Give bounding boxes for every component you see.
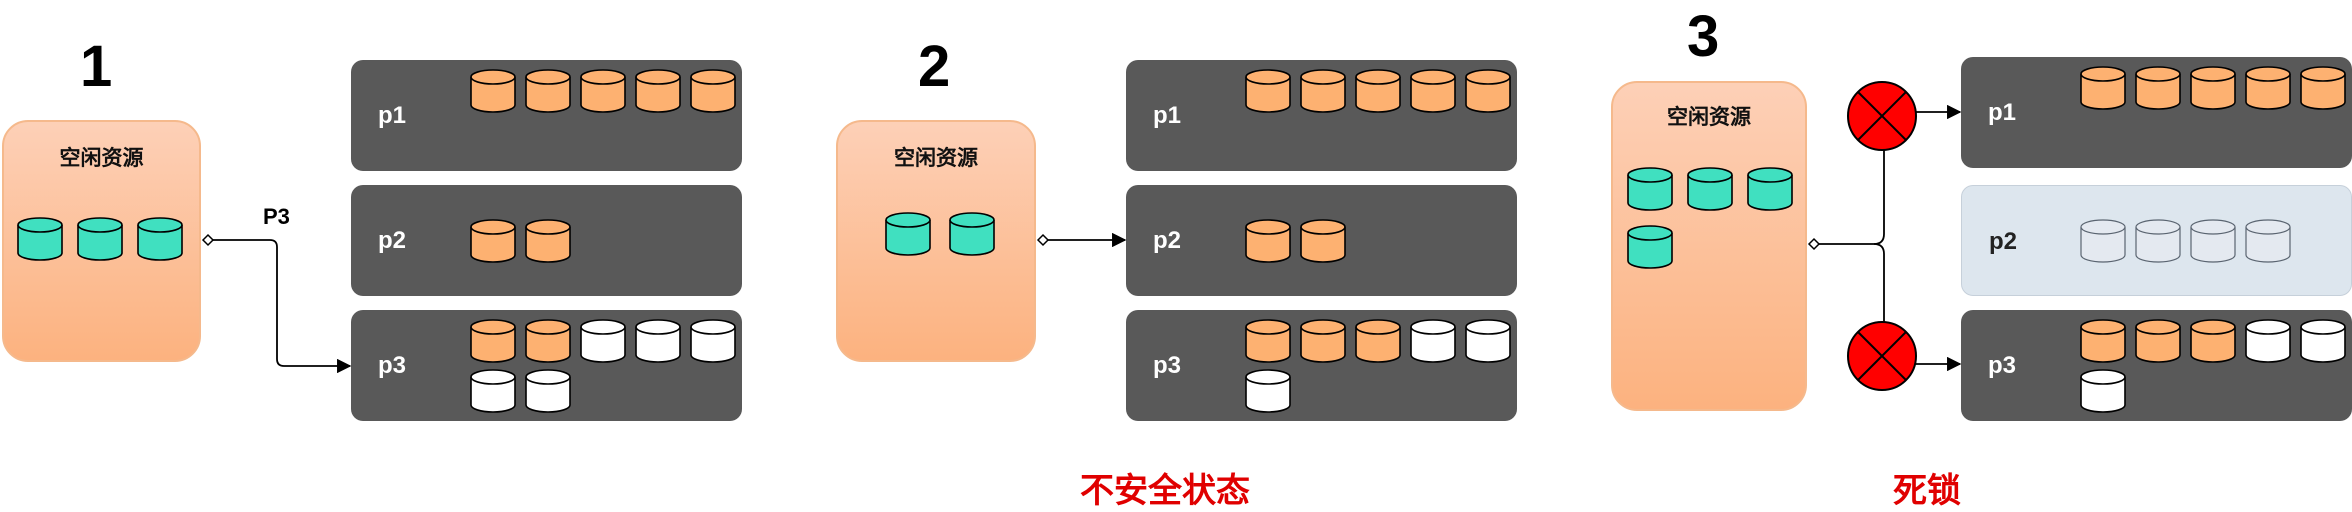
resource-needed	[525, 369, 571, 413]
resource-held	[525, 219, 571, 263]
resource-needed	[690, 319, 736, 363]
panel-1-edge-label: P3	[263, 204, 290, 229]
resource-free	[885, 212, 931, 256]
panel-2-free-resources: 空闲资源	[836, 120, 1036, 362]
panel-2-status: 不安全状态	[1080, 472, 1250, 510]
panel-3-p3-label: p3	[1988, 352, 2017, 379]
resource-held	[1410, 69, 1456, 113]
resource-needed	[580, 319, 626, 363]
resource-held	[2135, 66, 2181, 110]
resource-free	[1687, 167, 1733, 211]
resource-free	[77, 217, 123, 261]
resource-held	[1300, 69, 1346, 113]
blocked-x-icon	[1847, 81, 1917, 151]
resource-needed	[2245, 319, 2291, 363]
resource-held	[1245, 69, 1291, 113]
resource-held	[2080, 66, 2126, 110]
panel-1-p2-label: p2	[378, 227, 407, 254]
resource-needed	[635, 319, 681, 363]
resource-free	[1627, 225, 1673, 269]
resource-held	[1355, 69, 1401, 113]
resource-held	[470, 69, 516, 113]
panel-3-free-title: 空闲资源	[1667, 106, 1751, 129]
resource-held	[1300, 219, 1346, 263]
resource-held	[2245, 66, 2291, 110]
panel-2-p1-label: p1	[1153, 102, 1182, 129]
resource-held	[2190, 66, 2236, 110]
resource-needed	[2300, 319, 2346, 363]
panel-2-arrow-to-p2	[1036, 232, 1127, 248]
resource-held	[1465, 69, 1511, 113]
blocked-x-icon	[1847, 321, 1917, 391]
resource-held	[1300, 319, 1346, 363]
panel-3-p1-label: p1	[1988, 99, 2017, 126]
resource-held	[2080, 319, 2126, 363]
resource-free	[1627, 167, 1673, 211]
resource-slot-waiting	[2135, 219, 2181, 263]
resource-held	[2135, 319, 2181, 363]
resource-free	[17, 217, 63, 261]
resource-held	[1245, 219, 1291, 263]
resource-held	[1355, 319, 1401, 363]
resource-needed	[470, 369, 516, 413]
resource-held	[635, 69, 681, 113]
resource-held	[2300, 66, 2346, 110]
resource-slot-waiting	[2190, 219, 2236, 263]
panel-1-arrow-to-p3	[201, 233, 352, 374]
panel-1-p1-label: p1	[378, 102, 407, 129]
resource-free	[1747, 167, 1793, 211]
panel-1-number: 1	[80, 34, 113, 99]
resource-held	[1245, 319, 1291, 363]
panel-1-p3-label: p3	[378, 352, 407, 379]
resource-slot-waiting	[2245, 219, 2291, 263]
panel-2-p3-label: p3	[1153, 352, 1182, 379]
resource-free	[949, 212, 995, 256]
resource-held	[525, 319, 571, 363]
resource-held	[2190, 319, 2236, 363]
resource-needed	[1245, 369, 1291, 413]
resource-held	[470, 319, 516, 363]
panel-3-arrows-blocked	[1807, 104, 1962, 372]
resource-held	[580, 69, 626, 113]
resource-free	[137, 217, 183, 261]
resource-needed	[2080, 369, 2126, 413]
resource-slot-waiting	[2080, 219, 2126, 263]
resource-needed	[1465, 319, 1511, 363]
panel-3-number: 3	[1687, 4, 1720, 69]
panel-2-number: 2	[918, 34, 951, 99]
panel-3-status: 死锁	[1893, 472, 1961, 510]
resource-needed	[1410, 319, 1456, 363]
panel-2-p2-label: p2	[1153, 227, 1182, 254]
resource-held	[690, 69, 736, 113]
panel-3-free-resources: 空闲资源	[1611, 81, 1807, 411]
resource-held	[470, 219, 516, 263]
resource-held	[525, 69, 571, 113]
panel-2-free-title: 空闲资源	[894, 147, 978, 170]
panel-3-p2-label: p2	[1989, 228, 2018, 255]
panel-1-free-title: 空闲资源	[59, 147, 144, 170]
